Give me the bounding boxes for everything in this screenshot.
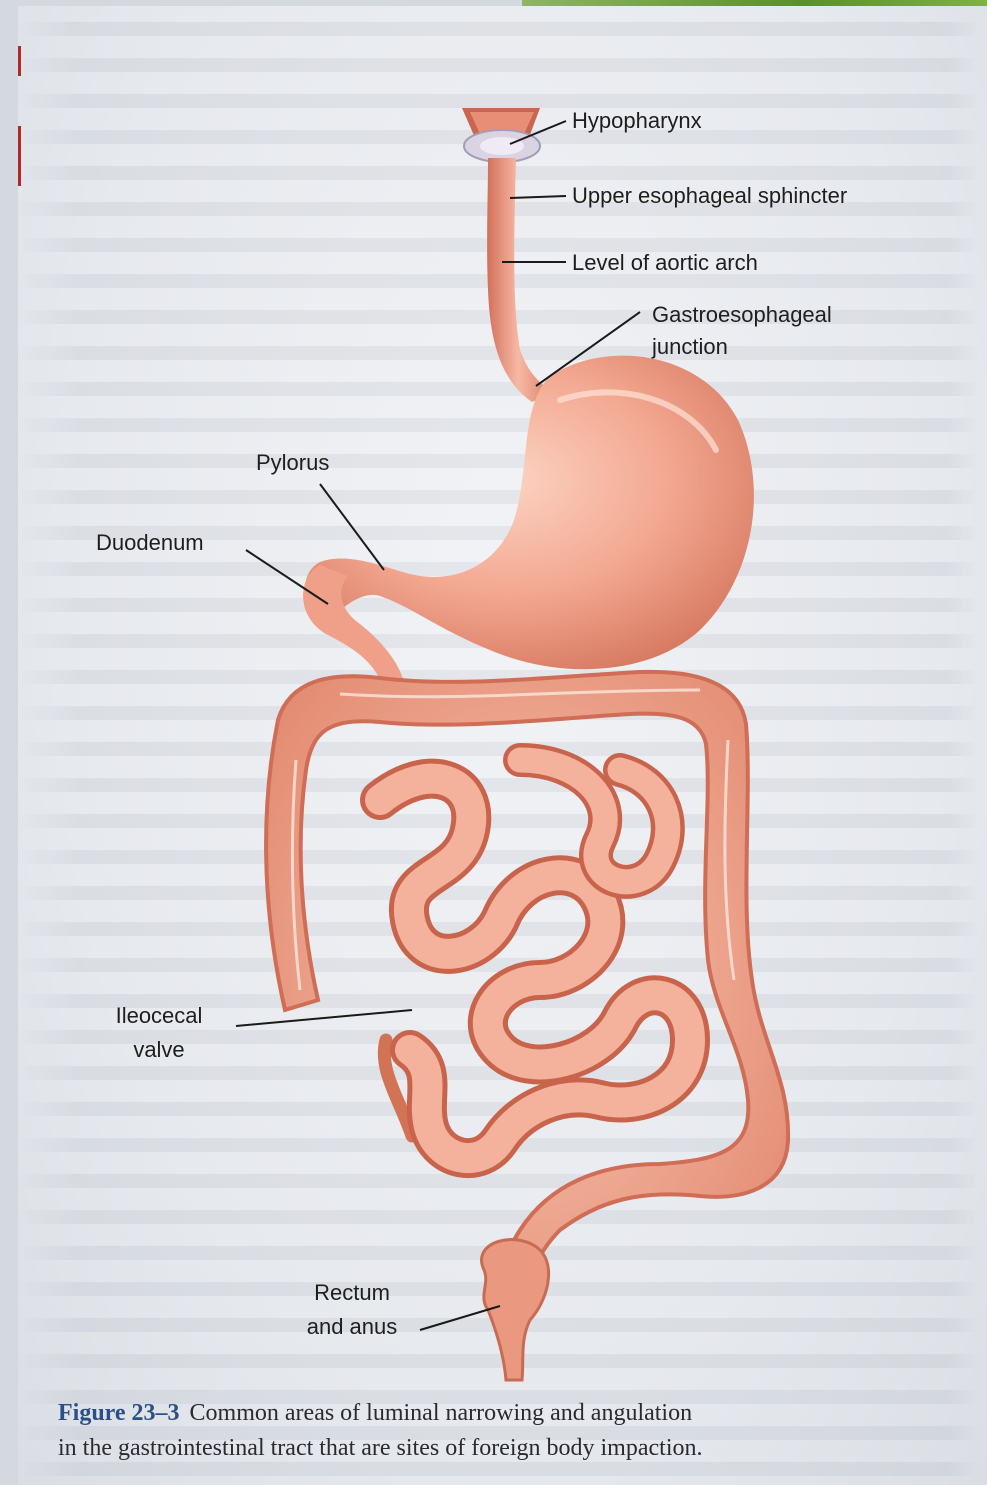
leader-ileocecal-valve [236,1010,412,1026]
leader-upper-esophageal-sphincter [510,196,566,198]
label-pylorus: Pylorus [256,446,329,480]
label-rectum-line2: and anus [286,1310,418,1344]
figure-number: Figure 23–3 [58,1400,180,1426]
rectum-organ [482,1240,549,1380]
small-intestine-organ [380,760,690,1158]
hypopharynx-organ [462,108,540,162]
stomach-organ [305,356,754,670]
label-ileocecal-valve-line2: valve [98,1033,220,1067]
label-hypopharynx: Hypopharynx [572,104,702,138]
label-gastroesophageal-junction-line2: junction [652,330,728,364]
label-ileocecal-valve-line1: Ileocecal [98,999,220,1033]
leader-pylorus [320,484,384,570]
label-rectum-line1: Rectum [286,1276,418,1310]
label-aortic-arch: Level of aortic arch [572,246,758,280]
label-gastroesophageal-junction-line1: Gastroesophageal [652,298,832,332]
label-upper-esophageal-sphincter: Upper esophageal sphincter [572,179,847,213]
caption-line-1: Figure 23–3 Common areas of luminal narro… [58,1396,963,1431]
leader-rectum [420,1306,500,1330]
label-duodenum: Duodenum [96,526,204,560]
caption-line-2: in the gastrointestinal tract that are s… [58,1431,963,1466]
figure-caption: Figure 23–3 Common areas of luminal narro… [58,1396,963,1466]
caption-text-1: Common areas of luminal narrowing and an… [190,1400,693,1426]
esophagus-organ [487,158,556,402]
